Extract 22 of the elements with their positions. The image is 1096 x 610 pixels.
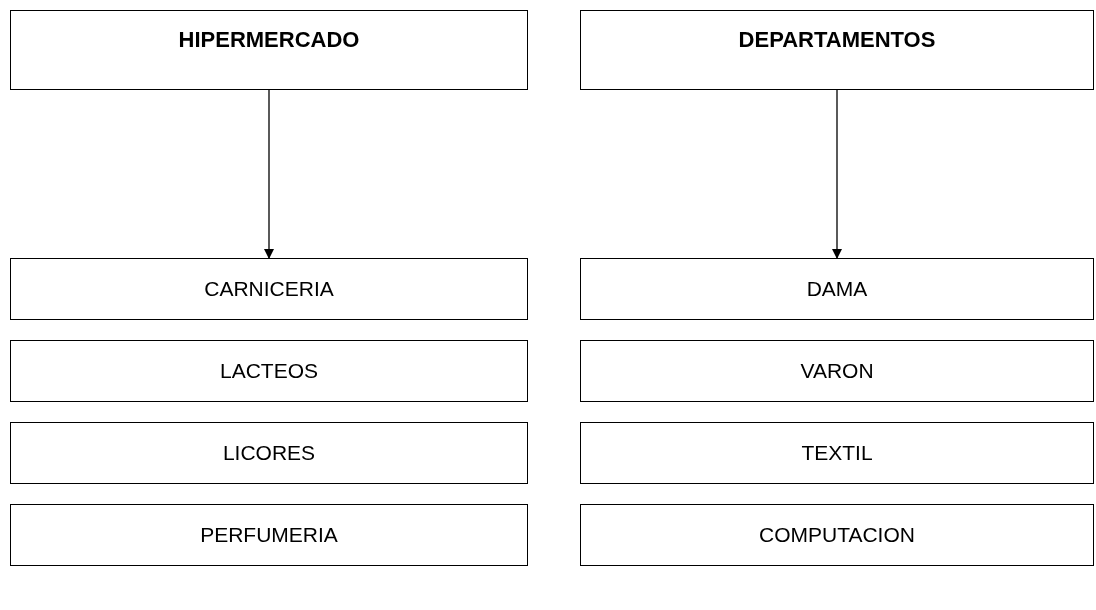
category-box xyxy=(580,258,1094,320)
category-box xyxy=(10,504,528,566)
header-box xyxy=(580,10,1094,90)
box-label: DEPARTAMENTOS xyxy=(738,26,936,54)
box-label: CARNICERIA xyxy=(204,276,334,303)
header-box xyxy=(10,10,528,90)
box-label: VARON xyxy=(800,358,874,385)
arrow xyxy=(832,89,842,259)
category-box xyxy=(580,340,1094,402)
box-label: COMPUTACION xyxy=(759,522,915,549)
box-label: DAMA xyxy=(806,276,868,303)
category-box xyxy=(10,422,528,484)
category-box xyxy=(580,504,1094,566)
box-label: TEXTIL xyxy=(801,440,873,467)
box-label: PERFUMERIA xyxy=(200,522,338,549)
category-box xyxy=(580,422,1094,484)
category-box xyxy=(10,340,528,402)
box-label: LACTEOS xyxy=(220,358,318,385)
box-label: HIPERMERCADO xyxy=(178,26,360,54)
category-box xyxy=(10,258,528,320)
arrow xyxy=(264,89,274,259)
box-label: LICORES xyxy=(222,440,316,467)
